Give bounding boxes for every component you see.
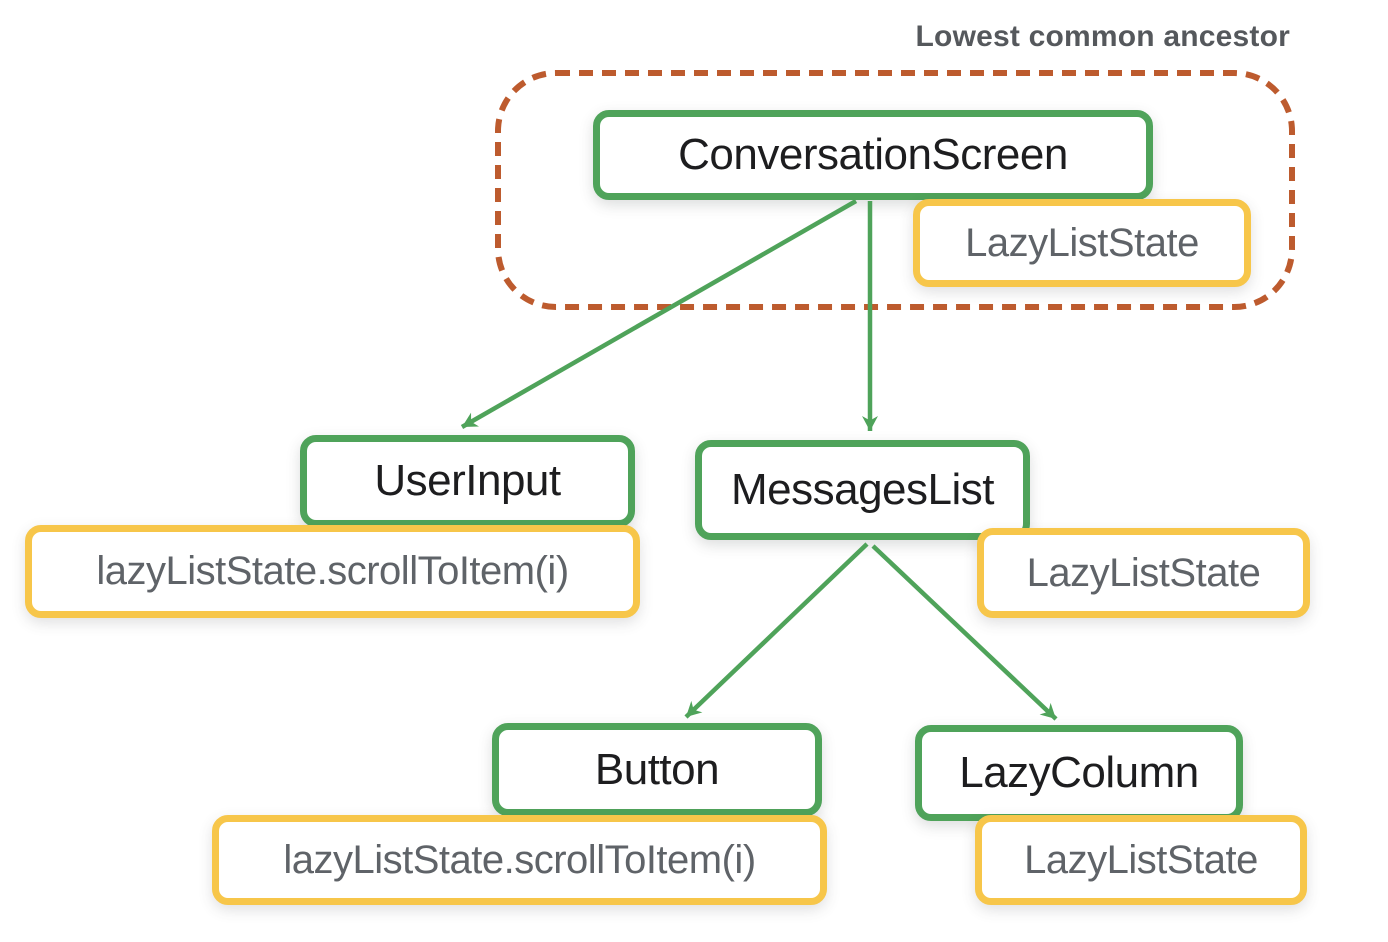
- state-label: LazyListState: [1026, 550, 1261, 595]
- node-button: Button: [492, 723, 822, 816]
- state-scrolltoitem-button: lazyListState.scrollToItem(i): [212, 815, 827, 905]
- state-lazyliststate-messageslist: LazyListState: [977, 528, 1310, 618]
- state-label: lazyListState.scrollToItem(i): [283, 837, 756, 882]
- node-messageslist: MessagesList: [695, 440, 1030, 540]
- node-conversationscreen: ConversationScreen: [593, 110, 1153, 200]
- node-conversationscreen-label: ConversationScreen: [678, 130, 1068, 179]
- state-label: LazyListState: [1024, 837, 1258, 882]
- node-userinput-label: UserInput: [374, 456, 561, 505]
- state-label: lazyListState.scrollToItem(i): [96, 549, 569, 593]
- node-userinput: UserInput: [300, 435, 635, 527]
- edge-messageslist-button: [684, 542, 869, 719]
- state-lazyliststate-lazycolumn: LazyListState: [975, 815, 1307, 905]
- lowest-common-ancestor-region: [495, 70, 1295, 310]
- edge-messageslist-lazycolumn: [871, 544, 1058, 721]
- node-button-label: Button: [594, 744, 720, 794]
- state-lazyliststate-conversationscreen: LazyListState: [913, 199, 1251, 287]
- node-messageslist-label: MessagesList: [730, 465, 995, 514]
- edge-conversationscreen-userinput: [460, 199, 858, 429]
- node-lazycolumn-label: LazyColumn: [959, 748, 1199, 797]
- state-label: LazyListState: [965, 220, 1199, 265]
- lowest-common-ancestor-label: Lowest common ancestor: [915, 20, 1290, 53]
- state-scrolltoitem-userinput: lazyListState.scrollToItem(i): [25, 525, 640, 618]
